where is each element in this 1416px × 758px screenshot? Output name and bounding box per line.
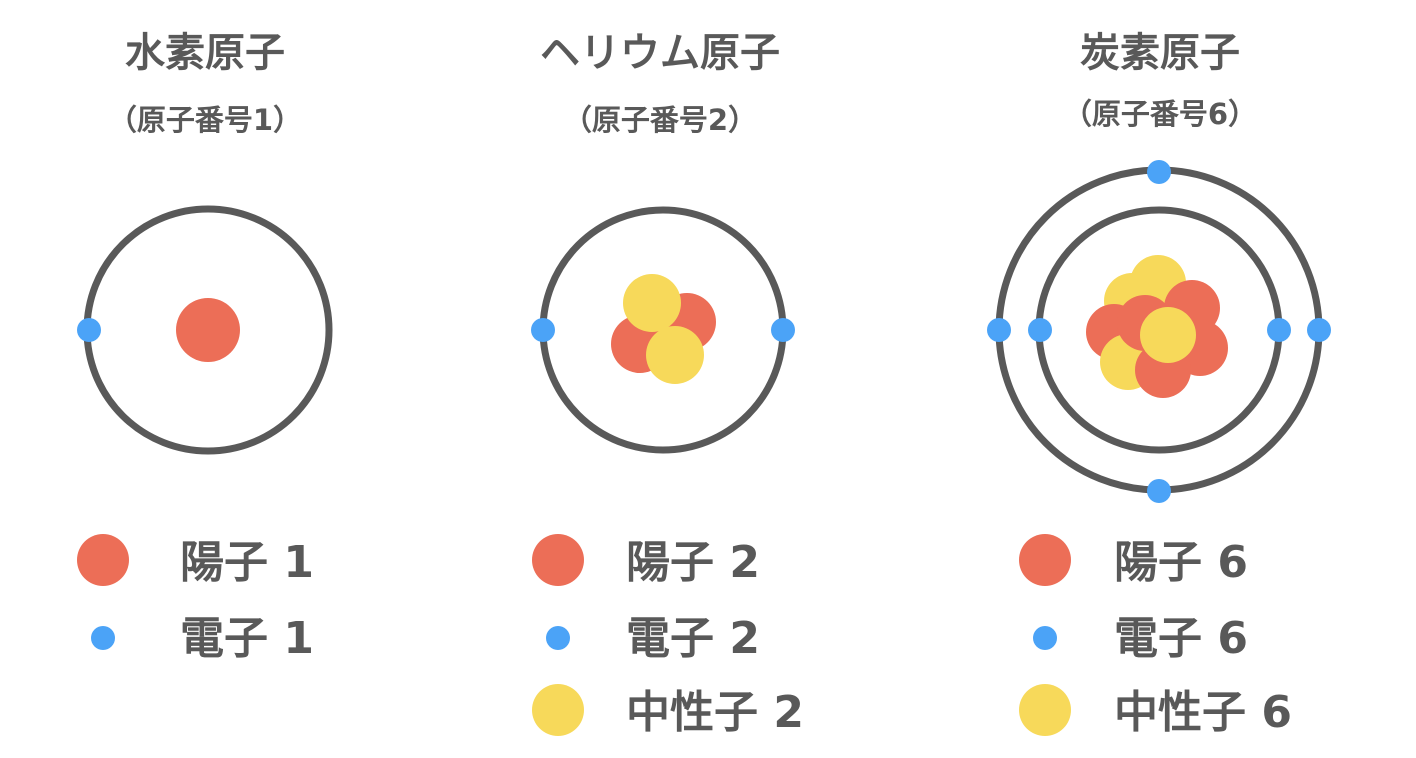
helium-atom: ヘリウム原子 （原子番号2） [531,30,795,454]
helium-legend: 陽子 2 電子 2 中性子 2 [532,534,804,738]
proton-legend-icon [532,534,584,586]
proton-legend-icon [77,534,129,586]
electron-count: 電子 6 [1114,613,1248,664]
electron [1307,318,1331,342]
electron-count: 電子 2 [626,613,760,664]
neutron-legend-icon [532,684,584,736]
electron [1147,160,1171,184]
electron [771,318,795,342]
proton-count: 陽子 1 [180,537,314,588]
neutron [1140,307,1196,363]
atom-subtitle: （原子番号2） [563,103,757,137]
atom-title: 水素原子 [125,30,285,76]
electron [531,318,555,342]
neutron-legend-icon [1019,684,1071,736]
proton-count: 陽子 2 [626,537,760,588]
proton-legend-icon [1019,534,1071,586]
neutron [623,274,681,332]
electron [1147,479,1171,503]
neutron [646,326,704,384]
atom-subtitle: （原子番号1） [108,103,302,137]
electron [1028,318,1052,342]
carbon-atom: 炭素原子 （原子番号6） [987,30,1331,503]
hydrogen-atom: 水素原子 （原子番号1） [77,30,333,455]
electron-legend-icon [546,626,570,650]
electron [77,318,101,342]
electron-legend-icon [91,626,115,650]
carbon-legend: 陽子 6 電子 6 中性子 6 [1019,534,1292,738]
hydrogen-legend: 陽子 1 電子 1 [77,534,314,664]
electron-count: 電子 1 [180,613,314,664]
electron-legend-icon [1033,626,1057,650]
neutron-count: 中性子 2 [626,687,804,738]
proton [176,298,240,362]
electron [987,318,1011,342]
atom-title: 炭素原子 [1080,30,1240,76]
neutron-count: 中性子 6 [1114,687,1292,738]
atom-subtitle: （原子番号6） [1063,97,1257,131]
proton-count: 陽子 6 [1114,537,1248,588]
electron [1267,318,1291,342]
atom-title: ヘリウム原子 [540,30,780,76]
